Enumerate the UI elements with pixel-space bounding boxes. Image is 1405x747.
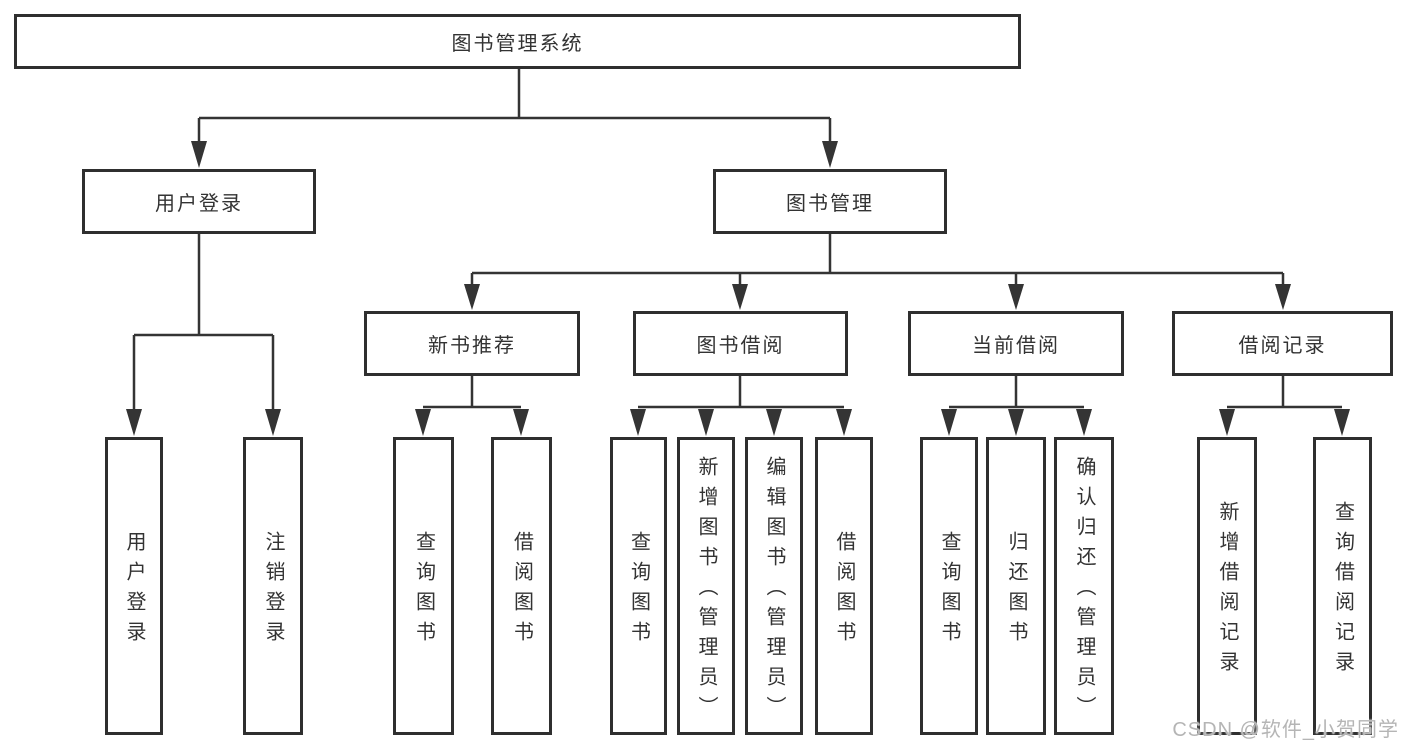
node-borrow-records: 借阅记录: [1172, 311, 1393, 376]
node-library-management-system: 图书管理系统: [14, 14, 1021, 69]
leaf-query-books-borrowing: 查询图书: [610, 437, 667, 735]
leaf-query-borrow-record: 查询借阅记录: [1313, 437, 1372, 735]
leaf-query-books-recommend: 查询图书: [393, 437, 454, 735]
node-book-management: 图书管理: [713, 169, 947, 234]
node-new-book-recommend: 新书推荐: [364, 311, 580, 376]
node-book-borrowing: 图书借阅: [633, 311, 848, 376]
leaf-edit-books-admin: 编辑图书（管理员）: [745, 437, 803, 735]
leaf-query-books-current: 查询图书: [920, 437, 978, 735]
node-current-borrowing: 当前借阅: [908, 311, 1124, 376]
leaf-add-borrow-record: 新增借阅记录: [1197, 437, 1257, 735]
csdn-watermark: CSDN @软件_小贺同学: [1172, 719, 1399, 741]
leaf-confirm-return-admin: 确认归还（管理员）: [1054, 437, 1114, 735]
node-user-login: 用户登录: [82, 169, 316, 234]
leaf-return-books: 归还图书: [986, 437, 1046, 735]
leaf-logout-login: 注销登录: [243, 437, 303, 735]
leaf-user-login: 用户登录: [105, 437, 163, 735]
leaf-borrow-books-recommend: 借阅图书: [491, 437, 552, 735]
leaf-borrow-books: 借阅图书: [815, 437, 873, 735]
leaf-add-books-admin: 新增图书（管理员）: [677, 437, 735, 735]
